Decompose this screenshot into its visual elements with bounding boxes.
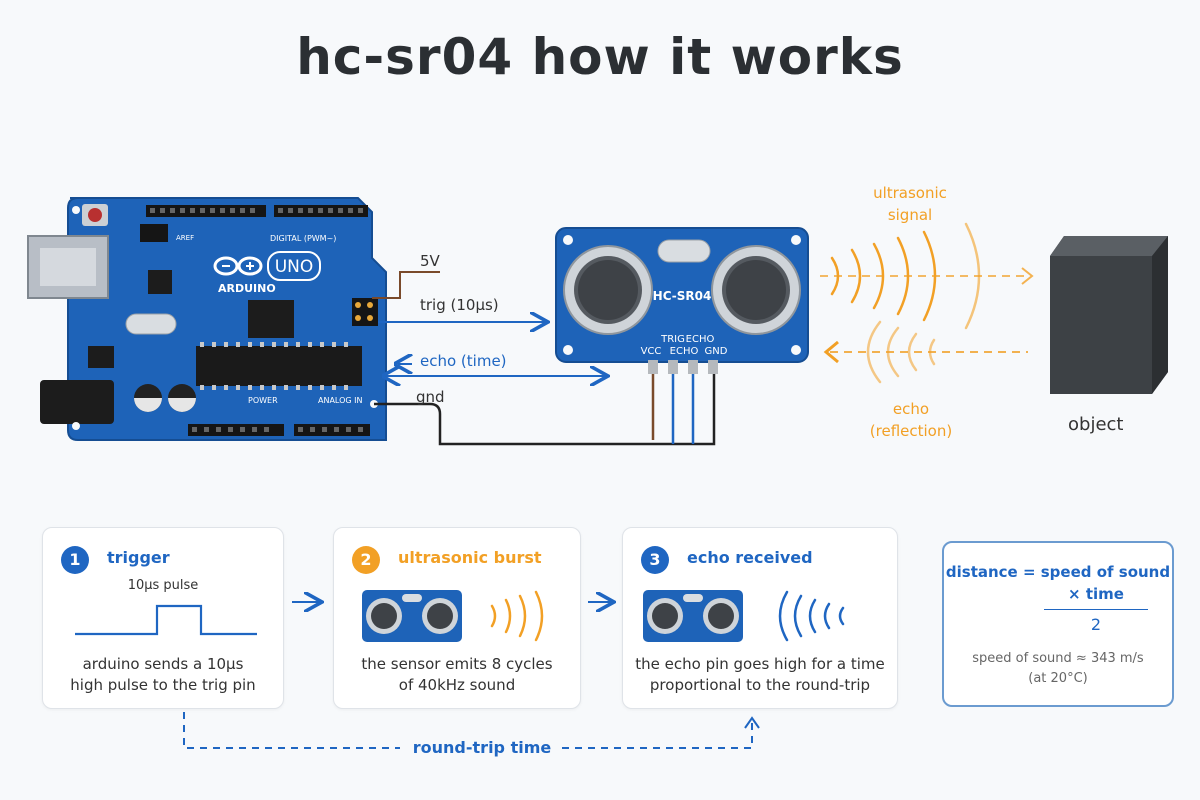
step-desc-1-line1: arduino sends a 10µs [82,655,244,673]
arduino-logo-icon [213,256,263,276]
wire-echo-label: echo (time) [420,352,507,370]
atmega-chip [196,346,362,386]
round-trip-label: round-trip time [412,738,552,757]
pulse-waveform [75,604,257,636]
step-desc-2: the sensor emits 8 cycles of 40kHz sound [344,654,570,696]
step-card-echo: 3 echo received the echo pin goes high f… [622,527,898,709]
step-title-3: echo received [687,548,813,567]
icsp-header [352,298,378,326]
outgoing-signal-line1: ultrasonic [873,184,947,202]
step-title-1: trigger [107,548,170,567]
step-desc-1-line2: high pulse to the trig pin [70,676,256,694]
reset-button [88,208,102,222]
round-trip-line-right [562,722,753,749]
step-card-trigger: 1 trigger 10µs pulse arduino sends a 10µ… [42,527,284,709]
formula-fraction-bar [1044,609,1148,610]
step-desc-2-line1: the sensor emits 8 cycles [361,655,553,673]
arduino-model: UNO [275,257,314,277]
formula-note-line1: speed of sound ≈ 343 m/s [972,651,1144,666]
wire-gnd-label: gnd [416,388,445,406]
return-signal-label: echo (reflection) [858,398,964,442]
wire-5v-label: 5V [420,252,440,270]
step-card-burst: 2 ultrasonic burst the sensor emits 8 cy… [333,527,581,709]
digital-label: DIGITAL (PWM~) [270,234,336,243]
power-label: POWER [248,396,278,405]
step-title-2: ultrasonic burst [398,548,542,567]
analog-label: ANALOG IN [318,396,363,405]
pin-echo-label: ECHO [670,346,699,357]
step-desc-1: arduino sends a 10µs high pulse to the t… [53,654,273,696]
return-signal-line1: echo [892,400,930,418]
pin-echo-top-label: ECHO [686,334,715,345]
outgoing-signal-line2: signal [887,206,933,224]
formula-note-line2: (at 20°C) [1028,671,1088,686]
pin-vcc-label: VCC [641,346,662,357]
wire-gnd [374,372,716,446]
object-label: object [1068,414,1124,435]
dc-jack [40,380,114,424]
step-desc-2-line2: of 40kHz sound [398,676,516,694]
step-desc-3-line2: proportional to the round-trip [649,676,871,694]
round-trip-line-left [183,712,400,749]
pin-trig-label: TRIG [660,334,685,345]
wire-trig-label: trig (10µs) [420,296,499,314]
formula-note: speed of sound ≈ 343 m/s (at 20°C) [944,649,1172,689]
step-badge-3: 3 [641,546,669,574]
page-title: hc-sr04 how it works [296,28,904,86]
distance-formula-box: distance = speed of sound × time 2 speed… [942,541,1174,707]
arduino-brand: ARDUINO [218,282,276,295]
object-block [1050,236,1168,394]
echo-sensor-icon [643,590,845,642]
formula-line2: × time [1068,585,1124,603]
step-badge-2: 2 [352,546,380,574]
hc-sr04-sensor [555,227,809,374]
wire-5v [372,271,440,299]
arduino-board [27,197,387,441]
formula-denominator: 2 [1090,615,1102,634]
aref-label: AREF [176,234,194,242]
formula-line1: distance = speed of sound [945,563,1171,581]
outgoing-signal-label: ultrasonic signal [858,182,962,226]
return-signal-line2: (reflection) [869,422,953,440]
step-desc-3-line1: the echo pin goes high for a time [635,655,885,673]
burst-sensor-icon [362,590,544,642]
pin-gnd-label: GND [705,346,728,357]
step-badge-1: 1 [61,546,89,574]
pulse-label: 10µs pulse [127,578,199,593]
step-desc-3: the echo pin goes high for a time propor… [633,654,887,696]
sensor-name: HC-SR04 [653,289,712,303]
